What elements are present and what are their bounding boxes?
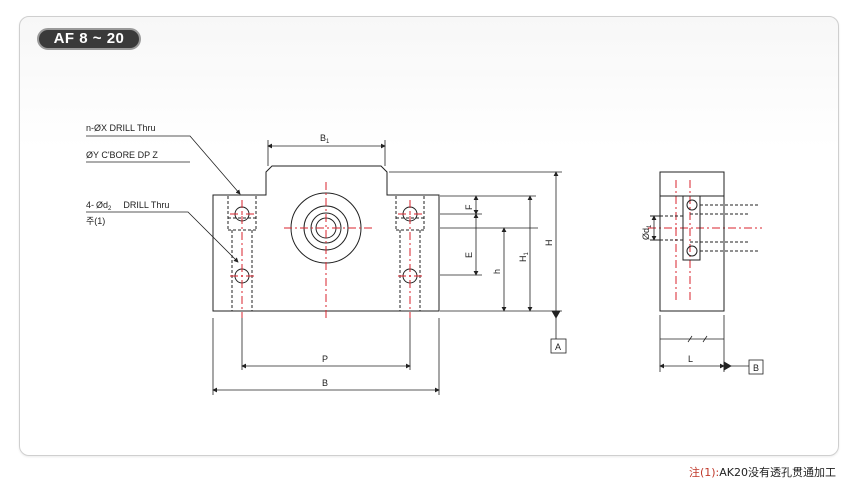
centerlines: [230, 180, 762, 318]
side-view: [650, 171, 760, 312]
cbore-right: [395, 196, 425, 231]
drill-right: [399, 230, 421, 311]
callout-cbore: ØY C'BORE DP Z: [86, 150, 158, 160]
dim-p: P: [322, 354, 328, 364]
model-badge: AF 8 ~ 20: [37, 28, 141, 50]
dim-d1: Ød1: [641, 224, 653, 240]
footnote-text: AK20没有透孔贯通加工: [719, 466, 836, 479]
dim-b: B: [322, 378, 328, 388]
footnote-prefix: 注(1):: [688, 466, 720, 479]
cbore-left: [227, 196, 257, 231]
dim-h1: H1: [518, 252, 530, 263]
datum-a: A: [555, 342, 561, 352]
dim-b1: B1: [320, 133, 330, 145]
footnote: 注(1):AK20没有透孔贯通加工: [689, 464, 836, 480]
datum-b-box: [748, 359, 764, 375]
dim-h: H: [544, 240, 554, 247]
side-dimensions: [651, 215, 750, 372]
callout-leaders: [86, 135, 241, 263]
dim-f: F: [464, 204, 474, 210]
dim-e: E: [464, 252, 474, 258]
dim-h-small: h: [492, 269, 502, 274]
datum-b: B: [753, 363, 759, 373]
housing-outline: [212, 165, 440, 312]
dimension-lines: [212, 140, 562, 395]
dim-l: L: [688, 354, 693, 364]
callout-note-ref: 주(1): [86, 216, 105, 226]
drill-left: [231, 230, 253, 311]
datum-a-box: [550, 338, 567, 354]
callout-drill-x: n-ØX DRILL Thru: [86, 123, 156, 133]
drawing-panel: [19, 16, 839, 456]
